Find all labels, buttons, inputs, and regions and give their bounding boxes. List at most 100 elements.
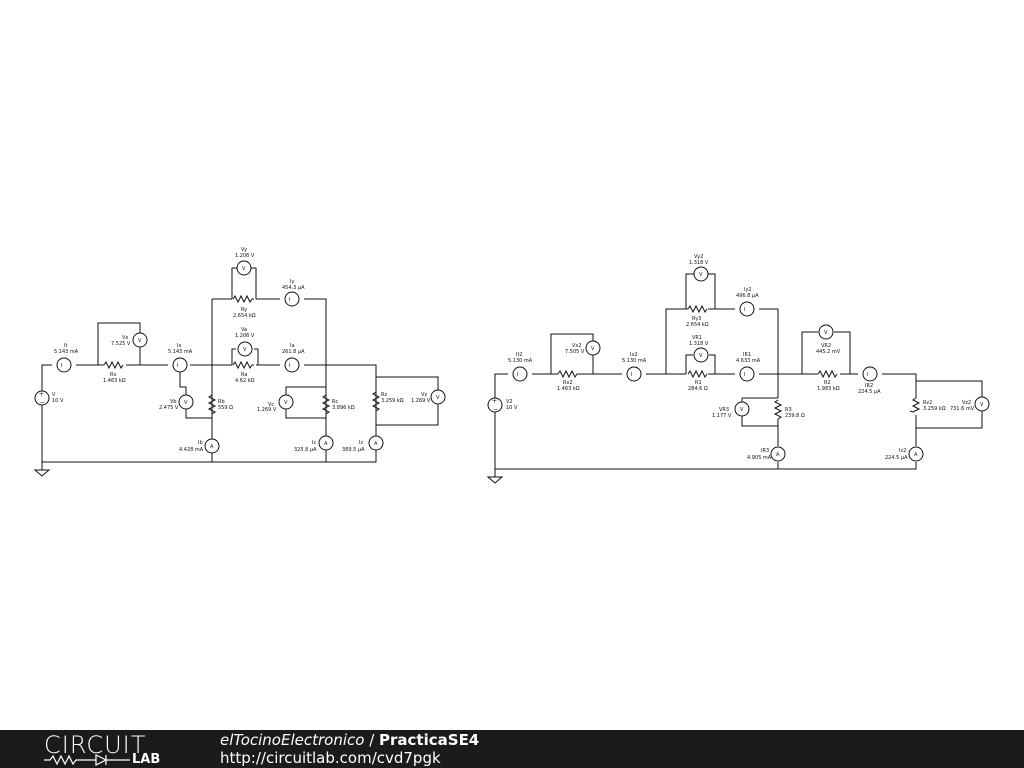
project-name[interactable]: PracticaSE4 [379,731,480,749]
label-ir3-value: 4.905 mA [747,455,772,461]
schematic-canvas: + − I V I V I V I V V V A A A V 10 V It … [33,247,990,484]
svg-text:A: A [210,444,214,450]
resistor-rc [321,394,331,415]
svg-text:A: A [374,441,378,447]
label-iy2-name: Iy2 [744,287,752,293]
logo-text-circuit: CIRCUIT [44,731,147,759]
ammeter-iz2: A [908,446,924,462]
voltmeter-vr1: V [693,347,709,363]
svg-text:I: I [177,363,178,369]
label-ix2-name: Ix2 [630,352,638,358]
resistor-r1 [687,369,708,379]
svg-text:V: V [699,353,703,359]
voltmeter-vz: V [430,389,446,405]
label-vr3-value: 1.177 V [712,413,732,419]
svg-text:−: − [493,406,498,413]
svg-text:I: I [61,363,62,369]
voltmeter-vz2: V [974,396,990,412]
project-url-link[interactable]: http://circuitlab.com/cvd7pgk [220,749,441,767]
label-rx2-value: 1.463 kΩ [557,386,580,392]
title-separator: / [364,731,380,749]
label-ia-name: Ia [290,343,295,349]
voltmeter-va: V [237,341,253,357]
label-rb-name: Rb [218,399,225,405]
resistor-rx [103,360,124,370]
label-ib-name: Ib [198,440,203,446]
author-link[interactable]: elTocinoElectronico [220,731,365,749]
label-r2-name: R2 [824,380,831,386]
ammeter-ix2: I [626,366,642,382]
label-va-value: 1.206 V [235,333,255,339]
svg-text:I: I [289,363,290,369]
ammeter-ix: I [172,357,188,373]
svg-text:V: V [184,400,188,406]
label-ry3-name: Ry3 [692,316,701,322]
label-rz-value: 3.259 kΩ [381,398,404,404]
svg-text:A: A [324,441,328,447]
resistor-ry [232,294,254,304]
circuitlab-logo[interactable]: CIRCUIT LAB [44,731,174,767]
label-vx2-name: Vx2 [572,343,582,349]
label-iz-value: 389.5 µA [342,447,365,453]
label-vz2-name: Vz2 [962,400,971,406]
label-v2-name: V2 [506,399,513,405]
svg-text:I: I [517,372,518,378]
label-vr3-name: VR3 [719,407,729,413]
svg-text:V: V [242,266,246,272]
voltmeter-vr2: V [818,324,834,340]
svg-text:V: V [980,402,984,408]
ammeter-iz: A [368,435,384,451]
label-ia-value: 261.8 µA [282,349,305,355]
label-r3-value: 239.8 Ω [785,413,805,419]
label-v2-value: 10 V [506,405,518,411]
label-vx-name: Vx [122,335,128,341]
svg-text:V: V [699,272,703,278]
project-title: elTocinoElectronico / PracticaSE4 [220,731,479,749]
label-rc-name: Rc [332,399,338,405]
footer-bar: CIRCUIT LAB elTocinoElectronico / Practi… [0,730,1024,768]
resistor-rz2 [909,397,921,413]
svg-text:V: V [284,400,288,406]
svg-text:I: I [867,372,868,378]
label-r2-value: 1.983 kΩ [817,386,840,392]
label-ix-name: Ix [177,343,181,349]
label-rz2-value: 3.259 kΩ [923,406,946,412]
label-vr2-value: 445.2 mV [816,349,841,355]
svg-text:V: V [740,407,744,413]
label-iz2-name: Iz2 [899,448,906,454]
resistor-rx2 [557,369,580,379]
label-ix-value: 5.143 mA [168,349,193,355]
label-it-value: 5.143 mA [54,349,79,355]
label-ir1-name: IR1 [743,352,751,358]
svg-text:V: V [138,338,142,344]
label-vb-name: Vb [170,399,177,405]
label-rz-name: Rz [381,392,387,398]
circuit-1: + − I V I V I V I V V V A A A V 10 V It … [33,247,446,477]
voltmeter-vr3: V [734,401,750,417]
label-vy-name: Vy [241,247,247,253]
label-ra-value: 4.62 kΩ [235,378,255,384]
svg-text:V: V [243,347,247,353]
label-rz2-name: Rz2 [923,400,932,406]
label-r3-name: R3 [785,407,792,413]
voltage-source-v: + − [34,390,50,406]
label-ix2-value: 5.130 mA [622,358,647,364]
label-rx-value: 1.463 kΩ [103,378,126,384]
ammeter-ir2: I [862,366,878,382]
label-rx-name: Rx [110,372,116,378]
label-r1-value: 284.6 Ω [688,386,708,392]
label-vz-value: 1.269 V [411,398,431,404]
label-vr1-value: 1.318 V [689,341,709,347]
ammeter-ic: A [318,435,334,451]
resistor-rz [371,391,381,412]
resistor-ry3 [687,304,708,314]
svg-text:I: I [289,297,290,303]
svg-text:I: I [744,372,745,378]
label-vx2-value: 7.505 V [565,349,585,355]
label-r1-name: R1 [695,380,702,386]
label-ir1-value: 4.633 mA [736,358,761,364]
label-vb-value: 2.475 V [159,405,179,411]
resistor-r2 [817,369,838,379]
ammeter-iy: I [284,291,300,307]
circuit-2: + − I V I V I V I V A V I V A V2 10 V It… [486,254,990,484]
